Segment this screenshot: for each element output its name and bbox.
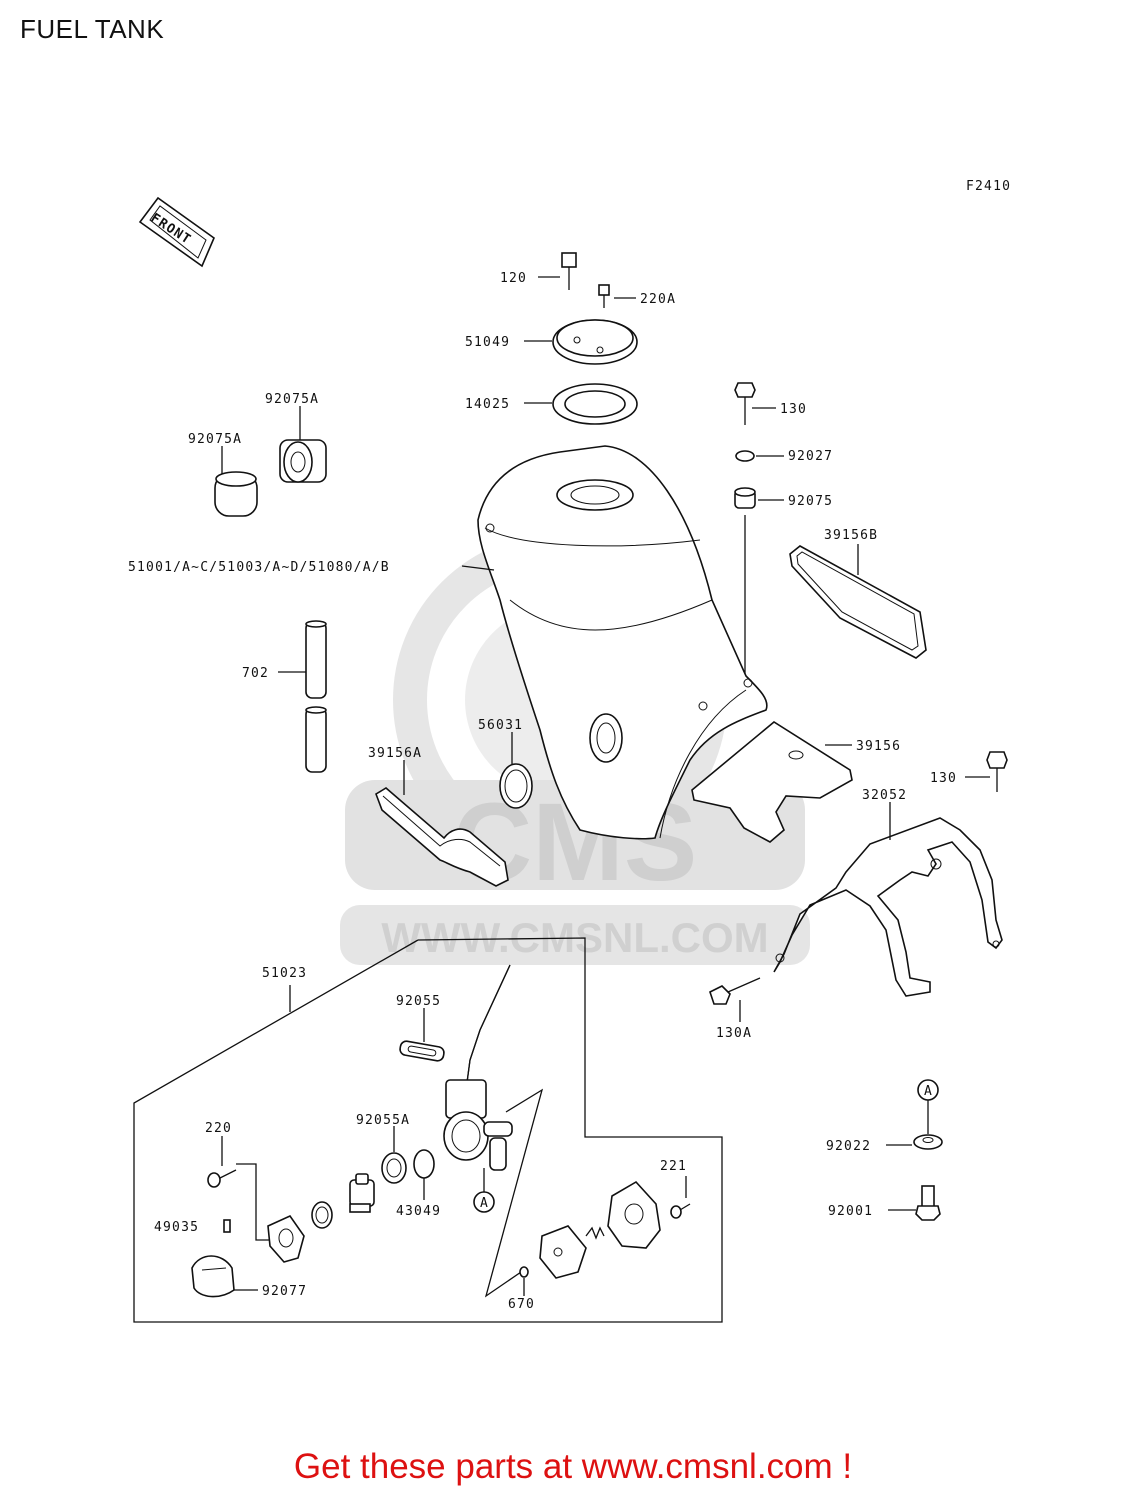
bolt-220a xyxy=(598,284,610,308)
label-51049: 51049 xyxy=(465,335,510,350)
bolt-92001 xyxy=(915,1185,941,1221)
label-39156b: 39156B xyxy=(824,528,878,543)
label-51023: 51023 xyxy=(262,966,307,981)
label-220: 220 xyxy=(205,1121,232,1136)
label-92075a-left: 92075A xyxy=(188,432,242,447)
label-92077: 92077 xyxy=(262,1284,307,1299)
pad-39156a xyxy=(375,787,509,887)
screw-221 xyxy=(670,1203,691,1219)
plate-gasket xyxy=(267,1214,305,1263)
label-43049: 43049 xyxy=(396,1204,441,1219)
bolt-130a xyxy=(709,977,761,1005)
damper-92075a-top xyxy=(279,439,327,483)
cap-51049 xyxy=(552,319,638,365)
label-670: 670 xyxy=(508,1297,535,1312)
label-56031: 56031 xyxy=(478,718,523,733)
bolt-120 xyxy=(561,252,577,290)
screw-220 xyxy=(207,1169,237,1188)
label-221: 221 xyxy=(660,1159,687,1174)
gasket-92055 xyxy=(399,1040,445,1062)
label-130-right: 130 xyxy=(930,771,957,786)
figure-code: F2410 xyxy=(966,179,1011,194)
hose-702 xyxy=(305,620,327,773)
label-130a: 130A xyxy=(716,1026,752,1041)
label-92027: 92027 xyxy=(788,449,833,464)
footer-link[interactable]: Get these parts at www.cmsnl.com ! xyxy=(293,1447,853,1486)
o-ring-92055a xyxy=(381,1152,407,1184)
label-49035: 49035 xyxy=(154,1220,199,1235)
pad-39156b xyxy=(789,545,927,659)
page-title: FUEL TANK xyxy=(20,14,165,44)
spring xyxy=(585,1226,605,1240)
grommet-92075 xyxy=(734,487,756,509)
label-39156: 39156 xyxy=(856,739,901,754)
label-92055a: 92055A xyxy=(356,1113,410,1128)
diaphragm-body xyxy=(607,1180,661,1249)
label-92022: 92022 xyxy=(826,1139,871,1154)
fuel-cock-body xyxy=(443,964,513,1171)
label-92001: 92001 xyxy=(828,1204,873,1219)
label-130-top: 130 xyxy=(780,402,807,417)
label-92055: 92055 xyxy=(396,994,441,1009)
label-39156a: 39156A xyxy=(368,746,422,761)
label-92075: 92075 xyxy=(788,494,833,509)
bolt-130-right xyxy=(986,751,1008,792)
pin-49035 xyxy=(223,1219,231,1233)
valve-core xyxy=(349,1173,375,1213)
label-32052: 32052 xyxy=(862,788,907,803)
fuel-tank-51001 xyxy=(477,445,768,840)
ref-a-2: A xyxy=(924,1084,933,1099)
collar-92027 xyxy=(735,450,755,462)
label-120: 120 xyxy=(500,271,527,286)
label-92075a-top: 92075A xyxy=(265,392,319,407)
lever-92077 xyxy=(191,1255,235,1298)
front-direction-arrow: FRONT xyxy=(138,196,215,268)
o-ring-670 xyxy=(519,1266,529,1278)
ref-a-1: A xyxy=(480,1196,489,1211)
filter-43049 xyxy=(413,1149,435,1179)
label-702: 702 xyxy=(242,666,269,681)
reference-a-circle-1 xyxy=(473,1191,495,1213)
pad-39156 xyxy=(691,721,853,843)
ring-14025 xyxy=(552,383,638,425)
diaphragm-cover xyxy=(539,1225,587,1279)
label-51001: 51001/A~C/51003/A~D/51080/A/B xyxy=(128,560,390,575)
label-220a: 220A xyxy=(640,292,676,307)
bracket-32052 xyxy=(773,817,1003,997)
o-ring-small xyxy=(311,1201,333,1229)
damper-92075a-left xyxy=(214,471,258,517)
bolt-130-top xyxy=(734,382,756,425)
label-14025: 14025 xyxy=(465,397,510,412)
